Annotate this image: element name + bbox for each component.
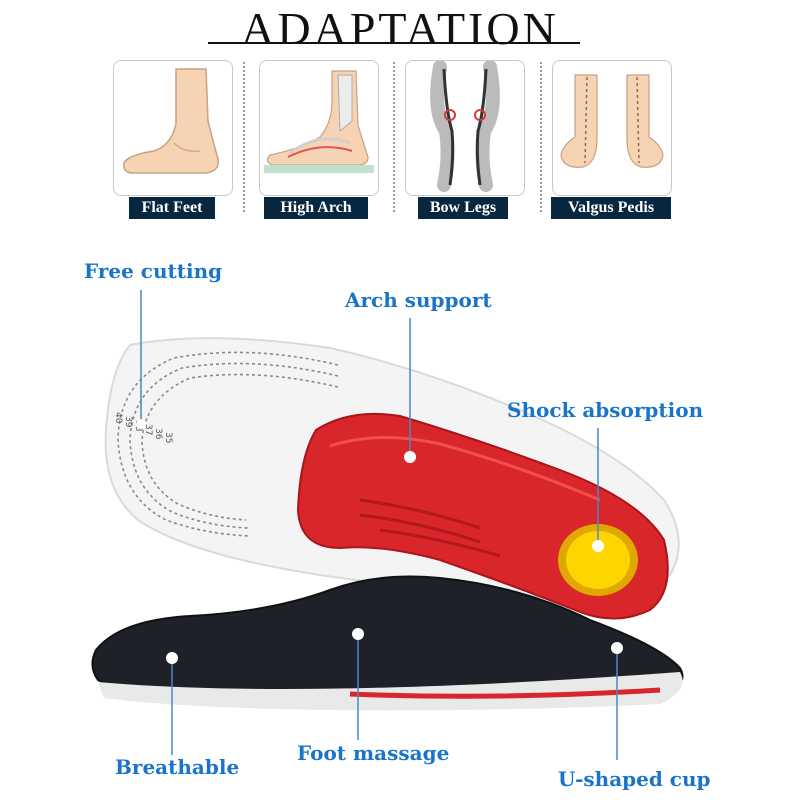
- pointer-dot: [136, 419, 146, 429]
- page-title: ADAPTATION: [241, 3, 559, 54]
- callout-arch-support: Arch support: [345, 288, 492, 312]
- callout-breathable: Breathable: [115, 755, 240, 779]
- callout-u-shaped-cup: U-shaped cup: [558, 767, 711, 791]
- condition-label-flat-feet: Flat Feet: [129, 197, 215, 219]
- condition-label-high-arch: High Arch: [264, 197, 368, 219]
- pointer-dot: [592, 540, 604, 552]
- pointer-dot: [166, 652, 178, 664]
- callout-shock-absorption: Shock absorption: [507, 398, 704, 422]
- size-mark: 40: [113, 412, 123, 424]
- divider: [540, 62, 543, 212]
- divider: [243, 62, 246, 212]
- pointer-dot: [352, 628, 364, 640]
- size-mark: 37: [143, 424, 153, 435]
- valgus-feet-icon: [560, 74, 664, 168]
- condition-label-bow-legs: Bow Legs: [418, 197, 508, 219]
- bow-legs-icon: [430, 60, 500, 192]
- high-arch-foot-icon: [264, 70, 374, 173]
- title-underline: [208, 42, 580, 44]
- callout-free-cutting: Free cutting: [84, 259, 223, 283]
- cutting-guide-line: [117, 351, 339, 537]
- pointer-dot: [404, 451, 416, 463]
- flat-foot-icon: [122, 68, 219, 174]
- cutting-guide-line: [141, 373, 339, 521]
- condition-card-flat-feet: [113, 60, 233, 196]
- condition-card-bow-legs: [405, 60, 525, 196]
- callout-foot-massage: Foot massage: [297, 741, 450, 765]
- divider: [393, 62, 396, 212]
- pointer-dot: [611, 642, 623, 654]
- size-mark: 35: [163, 432, 173, 443]
- condition-label-valgus-pedis: Valgus Pedis: [551, 197, 671, 219]
- condition-card-high-arch: [259, 60, 379, 196]
- size-mark: 36: [153, 428, 163, 440]
- size-mark: 39: [123, 416, 133, 428]
- condition-card-valgus-pedis: [552, 60, 672, 196]
